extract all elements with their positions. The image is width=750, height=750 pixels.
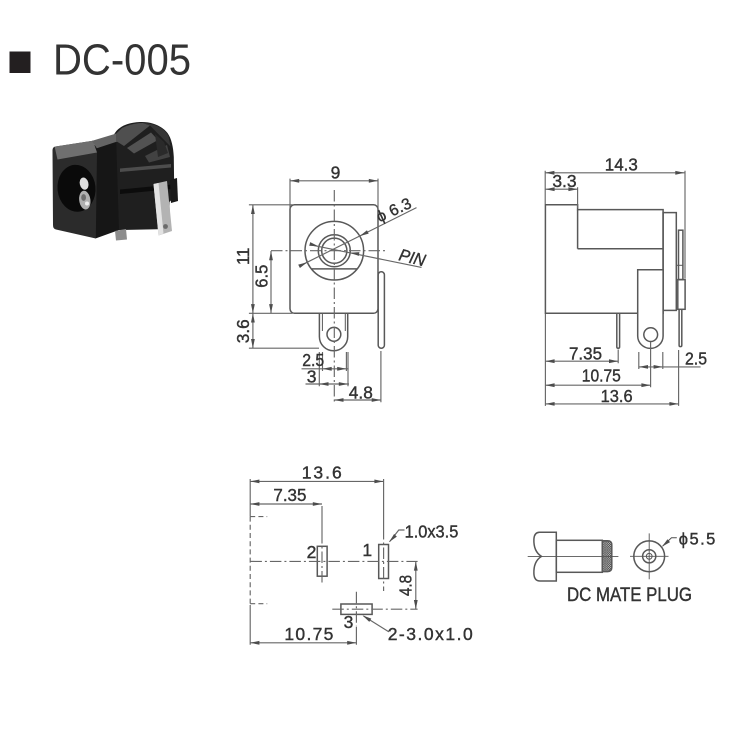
svg-text:3: 3 (307, 367, 317, 387)
svg-text:DC-005: DC-005 (53, 36, 191, 85)
svg-text:4.8: 4.8 (349, 383, 373, 403)
svg-text:13.6: 13.6 (302, 462, 342, 482)
svg-text:4.8: 4.8 (395, 575, 415, 596)
svg-text:13.6: 13.6 (601, 386, 633, 406)
svg-text:3.6: 3.6 (233, 319, 253, 343)
svg-text:2.5: 2.5 (685, 348, 707, 368)
svg-text:2: 2 (307, 542, 317, 562)
svg-text:14.3: 14.3 (605, 154, 638, 174)
svg-text:2.5: 2.5 (302, 350, 324, 370)
svg-text:6.5: 6.5 (251, 265, 271, 288)
svg-text:10.75: 10.75 (582, 366, 621, 386)
svg-text:2-3.0x1.0: 2-3.0x1.0 (388, 624, 473, 644)
svg-text:1: 1 (362, 540, 372, 560)
svg-text:ϕ5.5: ϕ5.5 (679, 530, 716, 548)
svg-text:9: 9 (331, 163, 341, 183)
svg-text:11: 11 (233, 248, 253, 265)
svg-text:10.75: 10.75 (284, 624, 333, 644)
svg-text:7.35: 7.35 (569, 344, 602, 364)
svg-text:7.35: 7.35 (273, 485, 306, 505)
svg-text:3.3: 3.3 (552, 171, 576, 191)
svg-text:1.0x3.5: 1.0x3.5 (405, 521, 459, 541)
svg-text:DC MATE PLUG: DC MATE PLUG (567, 585, 692, 606)
svg-text:3: 3 (344, 612, 354, 632)
